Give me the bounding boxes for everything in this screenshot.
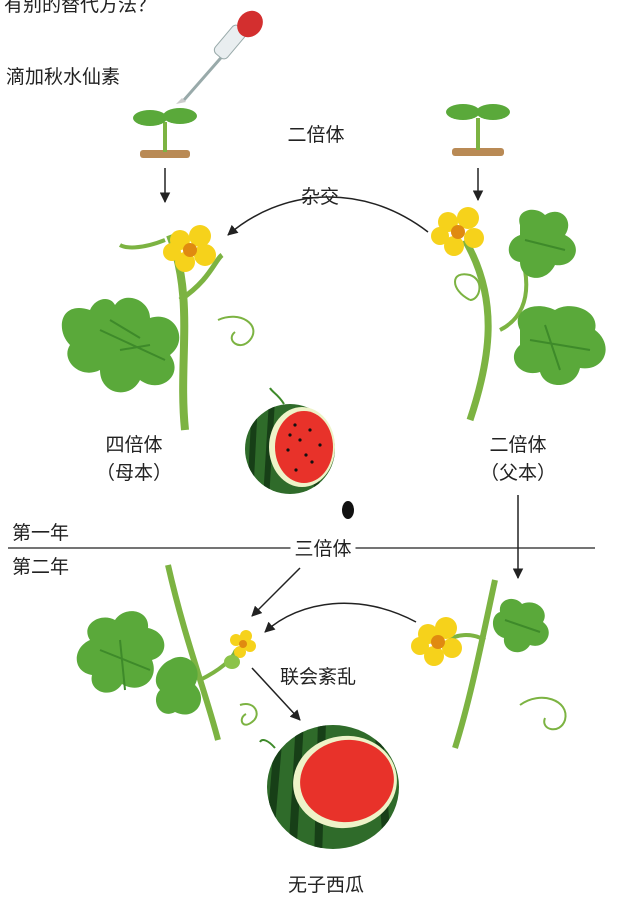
label-year-one: 第一年 — [12, 522, 70, 544]
label-diploid-right: 二倍体 — [489, 434, 547, 456]
label-father: （父本） — [479, 462, 557, 484]
label-cross: 杂交 — [300, 186, 340, 208]
label-tetraploid: 四倍体 — [105, 434, 163, 456]
flower-triploid-icon — [224, 630, 256, 669]
seedless-watermelon-icon — [259, 725, 399, 849]
label-mother: （母本） — [95, 462, 173, 484]
triploid-plant-icon — [76, 564, 258, 741]
label-synapsis: 联会紊乱 — [280, 666, 357, 688]
label-seedless: 无子西瓜 — [287, 874, 365, 896]
diploid-plant-bottom-icon — [448, 579, 567, 749]
label-colchicine: 滴加秋水仙素 — [6, 66, 121, 88]
seed-icon — [342, 501, 354, 519]
label-year-two: 第二年 — [12, 556, 70, 578]
arrow-triploid-to-plant — [251, 567, 301, 617]
diploid-plant-icon — [454, 209, 606, 422]
arrow-to-seedless — [251, 667, 301, 721]
seedling-left-icon — [133, 108, 197, 158]
watermelon-half-seeded-icon — [245, 387, 335, 494]
label-triploid: 三倍体 — [290, 538, 356, 560]
arrow-cross — [227, 196, 429, 236]
arrow-pollination — [264, 602, 417, 633]
label-diploid-top: 二倍体 — [287, 124, 345, 146]
flower-diploid-icon — [431, 207, 484, 256]
seedling-right-icon — [446, 104, 510, 156]
dropper-icon — [176, 10, 263, 104]
flower-tetraploid-icon — [163, 225, 216, 272]
tetraploid-plant-icon — [61, 233, 255, 431]
header-fragment: 有别的替代方法？ — [4, 0, 157, 16]
flower-diploid-bottom-icon — [411, 617, 462, 666]
